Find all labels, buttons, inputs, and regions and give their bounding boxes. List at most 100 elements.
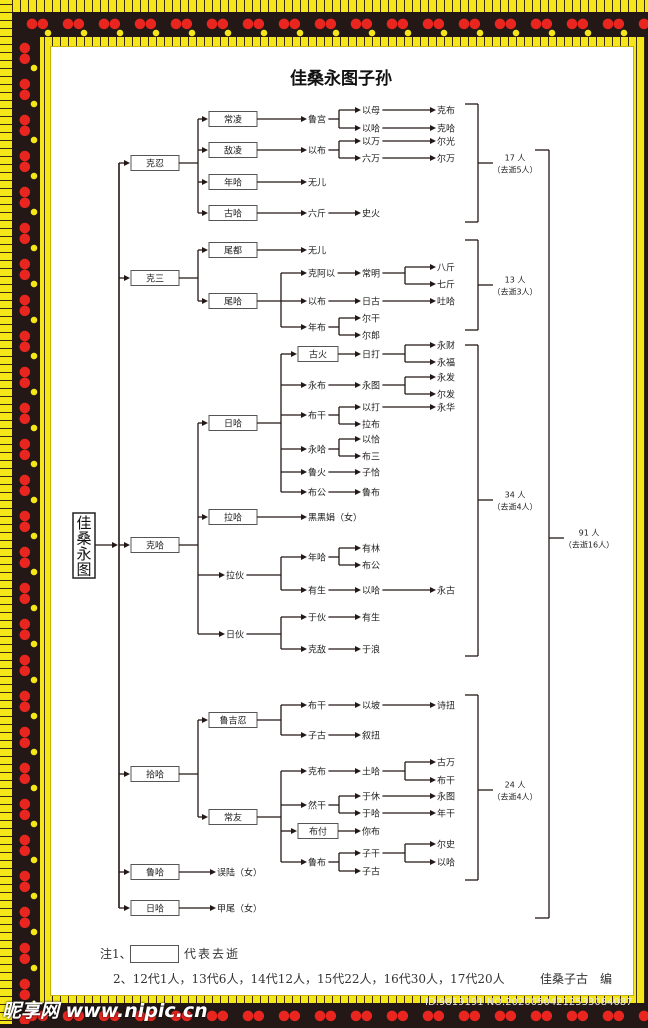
arrow-head-icon	[210, 869, 216, 875]
node-label: 土哈	[362, 766, 380, 778]
node-label: 吐哈	[437, 296, 455, 308]
arrow-head-icon	[301, 298, 307, 304]
node-label: 尔史	[437, 839, 455, 851]
arrow-head-icon	[355, 646, 361, 652]
arrow-head-icon	[355, 702, 361, 708]
arrow-head-icon	[430, 793, 436, 799]
root-label-char: 永	[76, 545, 91, 563]
arrow-head-icon	[355, 382, 361, 388]
node-label: 年哈	[224, 177, 242, 189]
arrow-head-icon	[430, 404, 436, 410]
node-label: 17 人	[505, 154, 526, 163]
node-label: 永哈	[308, 444, 326, 456]
node-label: 年布	[308, 322, 326, 334]
arrow-head-icon	[202, 814, 208, 820]
node-label: 永布	[308, 380, 326, 392]
node-label: 永发	[437, 372, 455, 384]
node-label: 于浪	[362, 644, 380, 656]
node-label: 古哈	[224, 208, 242, 220]
arrow-head-icon	[355, 469, 361, 475]
node-label: 于哈	[362, 808, 380, 820]
arrow-head-icon	[430, 777, 436, 783]
node-label: 于休	[362, 791, 380, 803]
node-label: 以打	[362, 402, 380, 414]
node-label: 永华	[437, 402, 455, 414]
arrow-head-icon	[301, 554, 307, 560]
node-label: 尾哈	[224, 296, 242, 308]
node-label: 八斤	[437, 263, 455, 274]
arrow-head-icon	[301, 147, 307, 153]
node-label: 七斤	[437, 280, 455, 291]
arrow-head-icon	[202, 514, 208, 520]
node-label: 永财	[437, 340, 455, 352]
border-dots-left	[30, 50, 38, 1024]
arrow-head-icon	[301, 247, 307, 253]
arrow-head-icon	[430, 107, 436, 113]
arrow-head-icon	[430, 391, 436, 397]
node-label: 叙扭	[362, 730, 380, 742]
arrow-head-icon	[301, 614, 307, 620]
arrow-head-icon	[210, 905, 216, 911]
note1-prefix: 注1、	[100, 947, 132, 961]
border-outer-top	[0, 0, 648, 12]
node-label: 日古	[362, 296, 380, 308]
node-label: 子干	[362, 849, 380, 860]
node-label: 日哈	[224, 418, 242, 430]
arrow-head-icon	[301, 859, 307, 865]
node-label: 布付	[309, 826, 327, 838]
node-label: 然干	[308, 800, 326, 812]
node-label: 以布	[308, 296, 326, 308]
arrow-head-icon	[202, 147, 208, 153]
node-label: 克布	[308, 766, 326, 778]
node-label: 你布	[362, 826, 380, 838]
arrow-head-icon	[355, 545, 361, 551]
node-label: 布公	[308, 487, 326, 499]
node-label: 以布	[308, 145, 326, 157]
arrow-head-icon	[430, 587, 436, 593]
arrow-head-icon	[202, 210, 208, 216]
arrow-head-icon	[355, 868, 361, 874]
arrow-head-icon	[355, 125, 361, 131]
node-label: 尾都	[224, 246, 242, 257]
border-outer-left	[0, 0, 12, 1024]
node-label: 34 人	[505, 491, 526, 500]
arrow-head-icon	[430, 298, 436, 304]
arrow-head-icon	[430, 859, 436, 865]
node-label: 克三	[146, 274, 164, 285]
node-label: 布公	[362, 560, 380, 572]
arrow-head-icon	[430, 342, 436, 348]
node-label: 以坡	[362, 700, 380, 712]
node-label: 有林	[362, 543, 380, 555]
node-label: 拾哈	[146, 769, 164, 781]
arrow-head-icon	[301, 768, 307, 774]
node-label: 古万	[437, 757, 455, 769]
arrow-head-icon	[355, 421, 361, 427]
node-label: 永古	[437, 585, 455, 597]
arrow-head-icon	[355, 768, 361, 774]
node-label: 以恰	[362, 434, 380, 446]
arrow-head-icon	[124, 771, 130, 777]
node-label: 年干	[437, 808, 455, 820]
node-label: 13 人	[505, 276, 526, 285]
node-label: 误陆（女）	[217, 867, 262, 879]
note1-suffix: 代表去逝	[184, 947, 241, 961]
node-label: 尔发	[437, 389, 455, 401]
node-label: 常友	[224, 812, 242, 824]
node-label: 尔干	[362, 313, 380, 325]
arrow-head-icon	[202, 247, 208, 253]
arrow-head-icon	[430, 702, 436, 708]
node-label: 日哈	[146, 903, 164, 915]
arrow-head-icon	[301, 732, 307, 738]
note2-generations: 2、12代1人，13代6人，14代12人，15代22人，16代30人，17代20…	[113, 972, 505, 986]
border-scroll-bottom	[14, 1006, 648, 1028]
arrow-head-icon	[355, 210, 361, 216]
node-label: 无儿	[308, 246, 326, 257]
node-label: 六万	[362, 153, 380, 165]
root-label-char: 图	[76, 561, 91, 579]
arrow-head-icon	[301, 324, 307, 330]
arrow-head-icon	[301, 489, 307, 495]
arrow-head-icon	[301, 116, 307, 122]
arrow-head-icon	[124, 905, 130, 911]
node-label: 诗扭	[437, 700, 455, 712]
